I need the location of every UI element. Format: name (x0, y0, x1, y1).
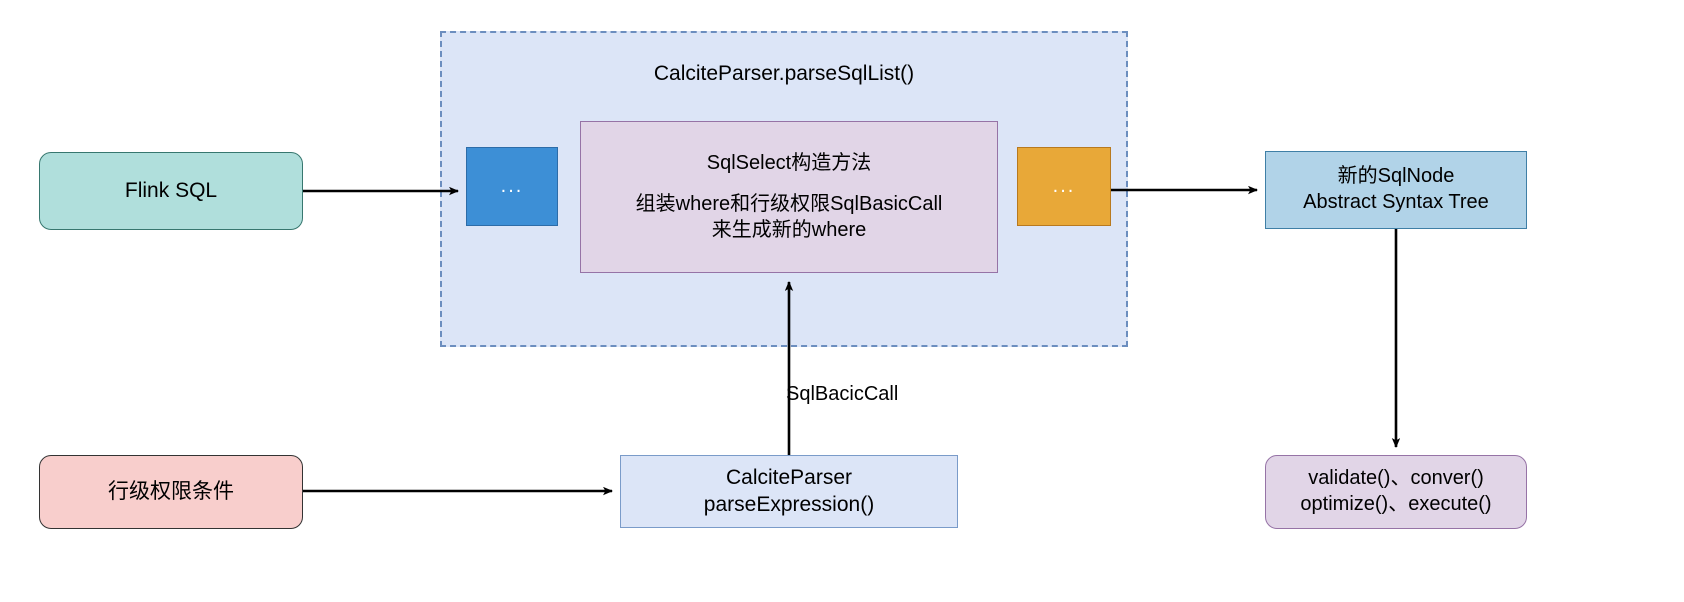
node-post-operations[interactable]: validate()、conver() optimize()、execute() (1265, 455, 1527, 529)
node-row-permission-condition[interactable]: 行级权限条件 (39, 455, 303, 529)
edge-label-sqlbasiccall: SqlBacicCall (786, 383, 899, 405)
node-new-sqlnode-ast[interactable]: 新的SqlNode Abstract Syntax Tree (1265, 151, 1527, 229)
group-container-label: CalciteParser.parseSqlList() (653, 62, 915, 85)
node-ellipsis-before[interactable]: ... (466, 147, 558, 226)
node-flink-sql[interactable]: Flink SQL (39, 152, 303, 230)
node-calciteparser-line-2: parseExpression() (703, 492, 875, 516)
node-ast-line-2: Abstract Syntax Tree (1303, 191, 1489, 213)
node-sqlselect-detail-line-2: 来生成新的where (711, 218, 867, 241)
node-flink-sql-label: Flink SQL (124, 178, 218, 202)
node-ast-line-1: 新的SqlNode (1337, 165, 1455, 188)
node-row-permission-label: 行级权限条件 (108, 479, 234, 503)
node-sqlselect-title: SqlSelect构造方法 (706, 151, 872, 174)
node-post-operations-line-1: validate()、conver() (1308, 467, 1484, 490)
node-ellipsis-after-label: ... (1052, 174, 1076, 197)
node-calciteparser-parseexpression[interactable]: CalciteParser parseExpression() (620, 455, 958, 528)
node-sqlselect-constructor[interactable]: SqlSelect构造方法 组装where和行级权限SqlBasicCall 来… (580, 121, 998, 273)
node-calciteparser-line-1: CalciteParser (725, 465, 853, 489)
node-post-operations-line-2: optimize()、execute() (1300, 493, 1492, 515)
node-ellipsis-after[interactable]: ... (1017, 147, 1111, 226)
node-sqlselect-detail-line-1: 组装where和行级权限SqlBasicCall (635, 193, 943, 216)
node-ellipsis-before-label: ... (500, 174, 524, 197)
